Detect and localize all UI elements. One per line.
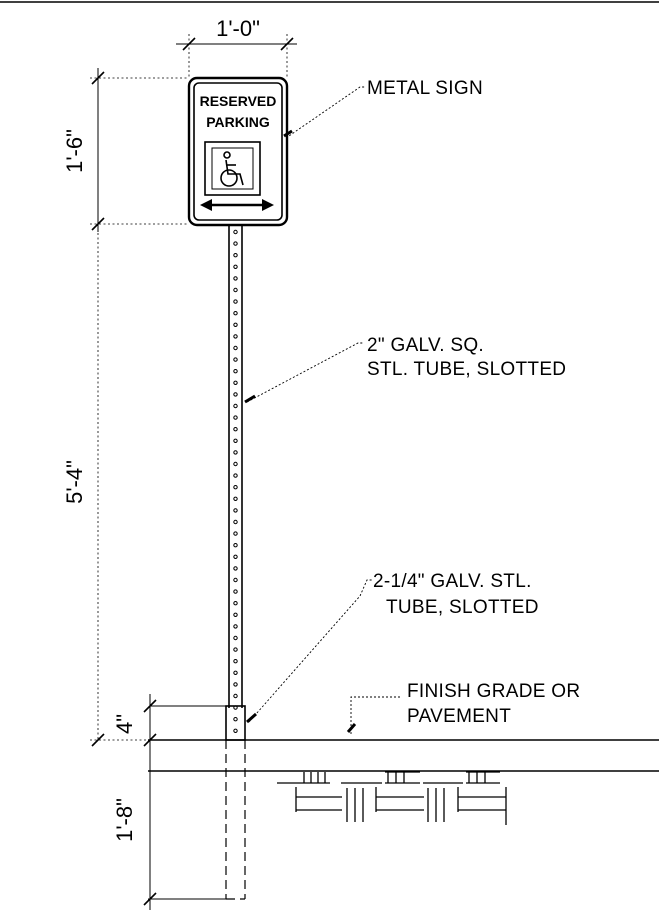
sign-text-reserved: RESERVED [200,93,277,109]
callout-text-sleeve-line2: TUBE, SLOTTED [386,597,539,618]
post-slot-hole [233,311,238,316]
callout-text-sleeve-line1: 2-1/4" GALV. STL. [373,571,532,592]
callout-metal-sign: METAL SIGN [283,78,483,139]
post-slot-hole [233,693,238,699]
post-slot-hole [233,334,238,339]
post-slot-hole [233,276,238,281]
post-slot-hole [233,229,238,235]
post-slot-hole [233,589,238,594]
post-slot-hole [233,612,238,617]
dimension-text-sleeve-above-grade: 4" [112,714,137,734]
post-slot-hole [233,369,238,374]
post-slot-hole [233,403,238,409]
finish-grade [148,739,659,825]
post-slot-hole [233,450,238,455]
post-slot-hole [233,253,238,258]
post-slot-hole [233,264,238,269]
sleeve-tube [225,705,246,900]
dimension-text-sign-width: 1'-0" [216,16,260,41]
post-slot-hole [233,543,238,548]
post-slot-hole [233,554,238,559]
double-arrow-icon [200,199,274,211]
post-slot-hole [233,717,238,722]
callout-text-post-line2: STL. TUBE, SLOTTED [367,359,566,380]
dimension-sign-width: 1'-0" [176,16,297,78]
dimension-text-embed-depth: 1'-8" [112,798,137,842]
post-slot-hole [233,345,238,351]
callout-sleeve-tube: 2-1/4" GALV. STL. TUBE, SLOTTED [246,571,539,724]
post-slot-hole [233,508,238,513]
post-slot-hole [233,601,238,606]
dimension-post-height: 5'-4" [62,224,148,747]
post-slot-hole [233,473,238,478]
earth-hatch [277,771,507,825]
sign-inner-border [193,82,283,221]
dimension-sign-height: 1'-6" [62,68,189,232]
post-slot-hole [233,728,238,733]
post-slot-hole [233,427,238,432]
callout-text-grade-line1: FINISH GRADE OR [407,681,580,702]
post-slot-hole [233,287,238,293]
post-slot-hole [233,635,238,641]
post-slot-hole [233,496,238,501]
dimension-embed-depth: 1'-8" [112,748,226,910]
post-slot-hole [233,241,238,246]
post-slot-hole [233,461,238,467]
post-slot-hole [233,566,238,571]
callout-text-grade-line2: PAVEMENT [407,706,511,727]
post-slots [233,229,238,733]
dimension-text-sign-height: 1'-6" [62,129,87,173]
post-slot-hole [233,392,238,397]
post-slot-hole [233,519,238,525]
sign-outer-border [187,76,289,227]
metal-sign: RESERVED PARKING [187,76,289,227]
dimension-sleeve-above-grade: 4" [112,694,226,748]
callout-text-metal-sign: METAL SIGN [367,78,483,99]
callout-post-tube: 2" GALV. SQ. STL. TUBE, SLOTTED [244,335,566,404]
dimension-text-post-height: 5'-4" [62,460,87,504]
post-slot-hole [233,322,238,327]
callout-text-post-line1: 2" GALV. SQ. [367,335,484,356]
callout-finish-grade: FINISH GRADE OR PAVEMENT [346,681,580,734]
post-slot-hole [233,659,238,664]
post-slot-hole [233,624,238,629]
post-slot-hole [233,670,238,675]
post-tube [228,225,243,733]
post-slot-hole [233,485,238,490]
post-slot-hole [233,682,238,687]
post-slot-hole [233,577,238,583]
post-slot-hole [233,380,238,385]
post-slot-hole [233,357,238,362]
post-slot-hole [233,299,238,304]
post-slot-hole [233,531,238,536]
post-slot-hole [233,438,238,443]
post-slot-hole [233,415,238,420]
wheelchair-icon [204,141,261,196]
post-slot-hole [233,647,238,652]
sign-text-parking: PARKING [206,114,270,130]
